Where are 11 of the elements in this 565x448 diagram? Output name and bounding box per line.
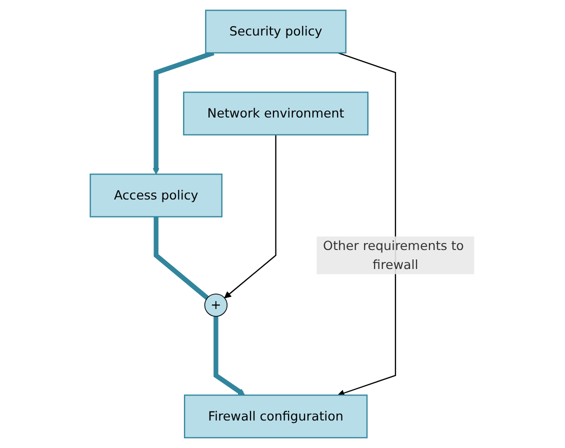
arrow: [214, 316, 246, 396]
arrow: [338, 52, 396, 396]
arrow: [224, 134, 277, 298]
node-circle: +: [204, 294, 228, 317]
node-box: Network environment: [183, 92, 369, 136]
node-box: Access policy: [90, 174, 223, 218]
node-box: Security policy: [205, 10, 347, 54]
edge-label: Other requirements to firewall: [323, 238, 464, 272]
connector: [154, 216, 210, 300]
arrow: [152, 50, 215, 175]
node-box: Firewall configuration: [184, 394, 368, 438]
